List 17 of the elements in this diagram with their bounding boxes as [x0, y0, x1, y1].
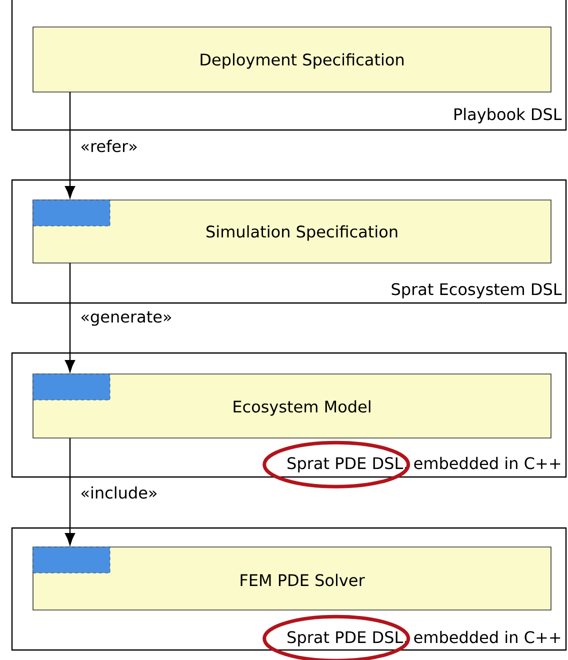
layer-label: Sprat PDE DSL, embedded in C++ — [288, 630, 560, 646]
tab-marker — [32, 200, 110, 226]
layer-label: Sprat PDE DSL, embedded in C++ — [288, 456, 560, 472]
arrow — [64, 263, 76, 372]
edge-label: «generate» — [81, 311, 172, 326]
edge-label: «include» — [81, 486, 157, 499]
tab-marker — [32, 374, 110, 400]
model-box: FEM PDE Solver — [32, 546, 552, 610]
model-box: Ecosystem Model — [32, 374, 552, 438]
model-box: Simulation Specification — [32, 200, 552, 264]
layer-label: Sprat Ecosystem DSL — [392, 283, 562, 298]
model-box: Deployment Specification — [32, 26, 552, 92]
layer-label: Playbook DSL — [454, 108, 562, 124]
tab-marker — [32, 546, 110, 574]
arrow — [64, 438, 76, 546]
arrow — [64, 92, 76, 198]
edge-label: «refer» — [81, 140, 137, 152]
